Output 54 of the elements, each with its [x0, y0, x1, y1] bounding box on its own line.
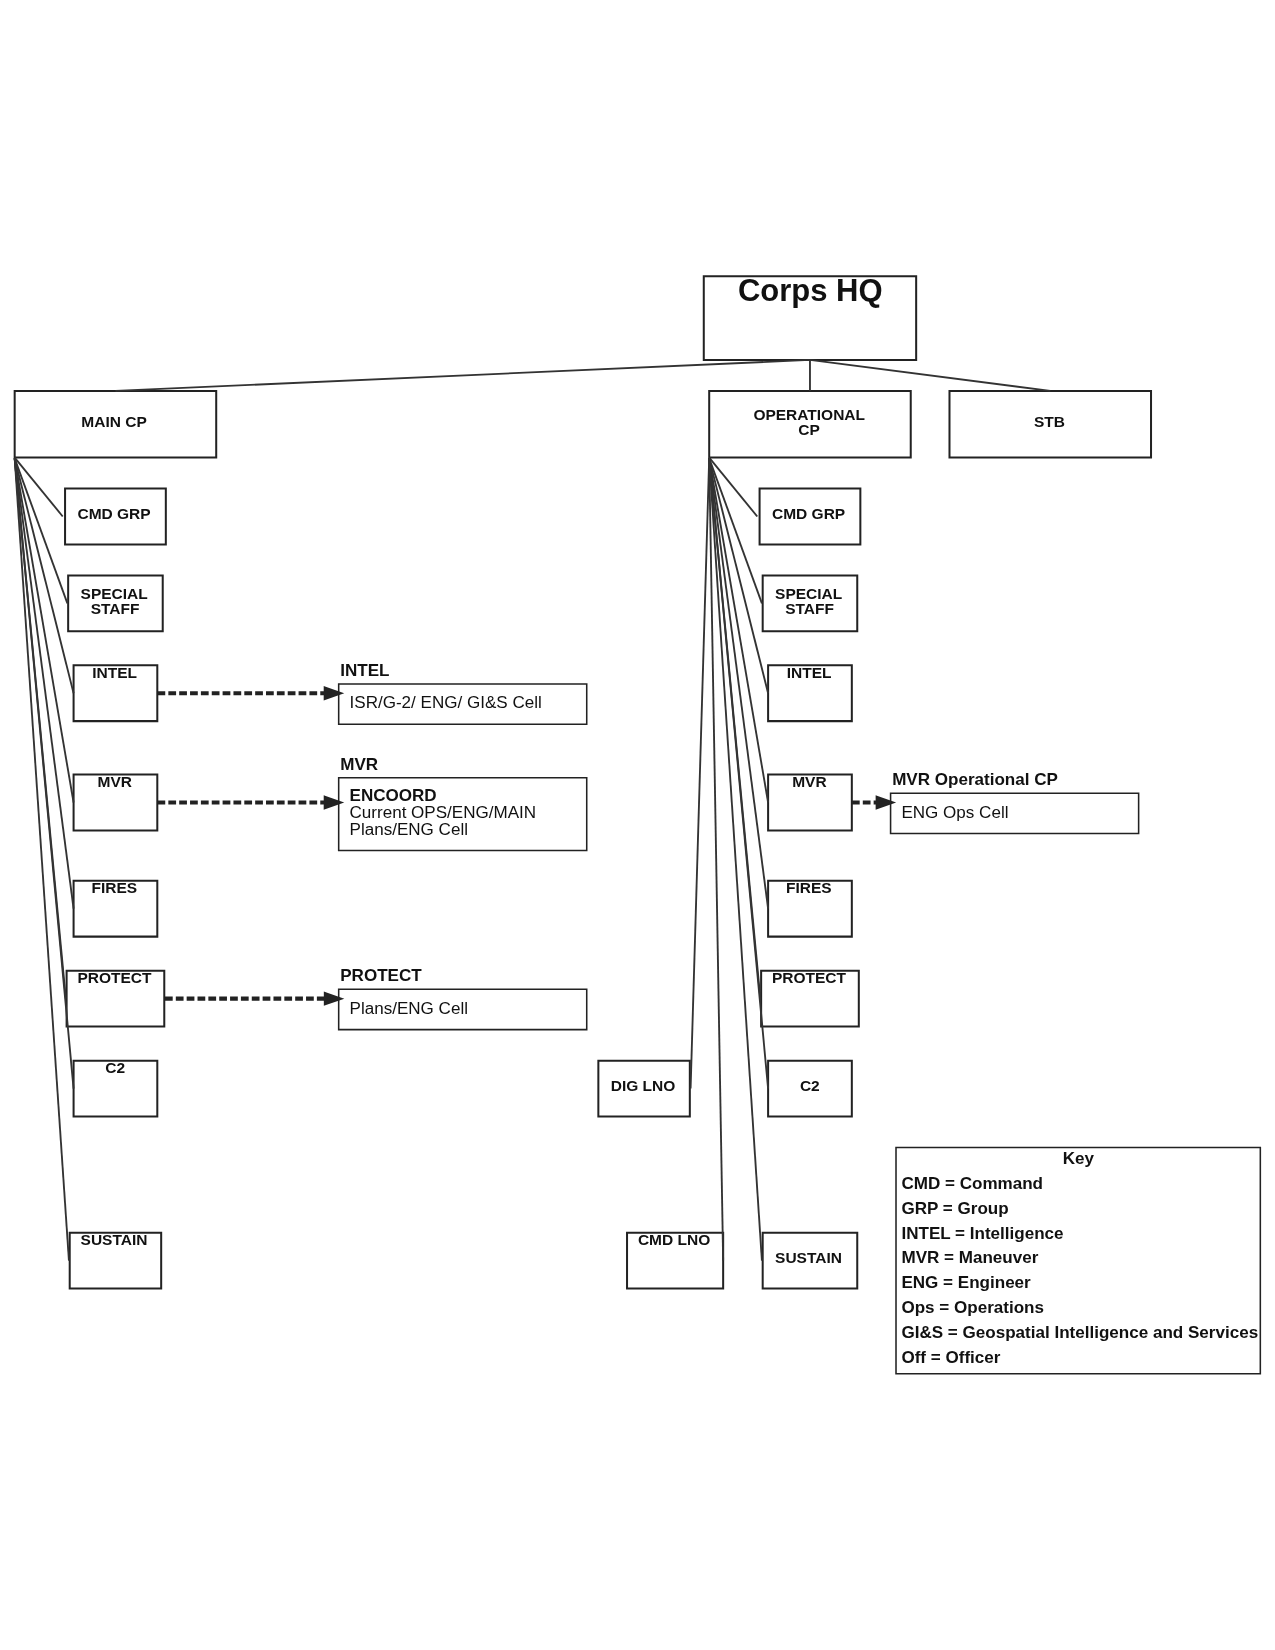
node-box: CMD LNO	[626, 1231, 725, 1290]
arrow	[157, 795, 345, 810]
node-box: PROTECT	[65, 969, 166, 1028]
connector	[13, 457, 75, 804]
connector	[708, 457, 762, 1000]
node-label: PROTECT	[340, 966, 422, 986]
node-box: INTEL	[767, 664, 853, 723]
node-box: ENG Ops Cell	[889, 792, 1140, 835]
node-box: MVR	[72, 773, 159, 832]
connector	[809, 359, 1052, 392]
arrow	[157, 686, 345, 701]
node-box: C2	[72, 1059, 159, 1118]
connector	[114, 359, 811, 392]
connector	[13, 457, 75, 1090]
connector	[13, 457, 75, 910]
arrow	[851, 795, 897, 810]
connector	[708, 457, 770, 1090]
connector	[13, 456, 64, 518]
connector	[708, 457, 770, 910]
node-label: MVR	[340, 754, 379, 774]
node-box: ISR/G-2/ ENG/ GI&S Cell	[337, 683, 588, 725]
connector	[809, 359, 811, 392]
node-box: C2	[767, 1059, 853, 1118]
node-box: STB	[948, 389, 1153, 459]
connector	[13, 457, 75, 695]
connector	[708, 457, 763, 605]
node-label: INTEL	[340, 660, 390, 680]
connector	[13, 457, 67, 1000]
connector	[708, 457, 770, 804]
node-box: PROTECT	[760, 969, 860, 1028]
node-box: ENCOORD Current OPS/ENG/MAIN Plans/ENG Cell	[337, 776, 588, 852]
node-box: OPERATIONAL CP	[708, 389, 912, 459]
node-box: INTEL	[72, 664, 159, 723]
node-box: SUSTAIN	[68, 1231, 163, 1290]
node-box: MVR	[767, 773, 853, 832]
node-box: Plans/ENG Cell	[337, 988, 588, 1031]
node-box: SPECIAL STAFF	[67, 574, 164, 633]
node-box: SUSTAIN	[761, 1231, 859, 1290]
node-box: FIRES	[767, 879, 853, 938]
node-box: CMD GRP	[64, 487, 167, 546]
connector	[13, 457, 70, 1262]
node-box: Key CMD = Command GRP = Group INTEL = Intelligence MVR = Maneuver ENG = Engineer Ops = Operations GI&S = Geospatial Intelligence and Services Off = Officer	[895, 1146, 1262, 1375]
node-box: FIRES	[72, 879, 159, 938]
connector	[13, 457, 69, 605]
connector	[708, 457, 770, 695]
arrow	[164, 991, 345, 1006]
connector	[708, 456, 759, 518]
node-box: DIG LNO	[597, 1059, 691, 1118]
node-box: Corps HQ	[702, 275, 918, 361]
node-label: MVR Operational CP	[892, 770, 1058, 790]
connector	[708, 457, 763, 1262]
node-box: SPECIAL STAFF	[761, 574, 859, 633]
node-box: CMD GRP	[758, 487, 862, 546]
node-box: MAIN CP	[13, 389, 218, 459]
